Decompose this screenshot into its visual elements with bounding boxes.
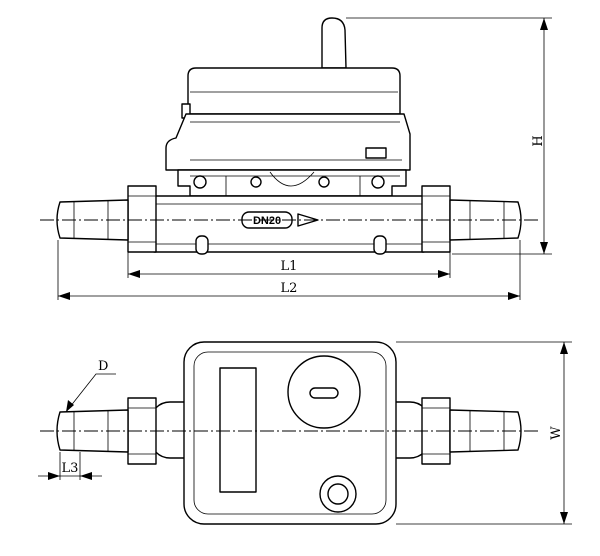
clamp-screw-mid-right	[318, 176, 330, 188]
l3-label: L3	[62, 461, 79, 476]
display-window	[219, 367, 257, 493]
top-housing-inner	[193, 351, 387, 515]
top-housing	[183, 341, 397, 525]
clamp-screw-mid-left	[250, 176, 262, 188]
clamp-screw-right	[371, 175, 385, 189]
d-leader-arrow	[66, 400, 74, 412]
diameter-label: D	[98, 359, 108, 374]
l3-arrows	[48, 472, 92, 480]
push-button-inner	[327, 483, 349, 505]
clamp-detail	[190, 171, 400, 196]
housing-detail-lines	[190, 121, 402, 161]
clamp-screw-left	[193, 175, 207, 189]
l1-label: L1	[281, 259, 298, 274]
width-label: W	[549, 426, 564, 440]
housing-latch	[365, 147, 387, 159]
dn-tag-text: DN20	[253, 215, 281, 227]
top-view: W D L3	[38, 341, 572, 525]
housing-upper	[187, 67, 401, 115]
union-nut-right-flats	[422, 195, 450, 243]
union-nut-left-flats	[128, 195, 156, 243]
union-nut-right	[421, 185, 451, 253]
antenna	[321, 17, 347, 69]
flow-direction-arrow	[297, 213, 319, 227]
top-union-nut-left-flats	[128, 407, 156, 455]
height-label: H	[531, 135, 546, 146]
body-foot-right	[373, 235, 387, 255]
housing-lower	[165, 113, 411, 171]
body-foot-left	[195, 235, 209, 255]
front-view: DN20 H L1 L2	[40, 17, 552, 300]
top-union-nut-right-flats	[422, 407, 450, 455]
sensor-slot	[309, 387, 339, 399]
l2-label: L2	[281, 281, 298, 296]
d-leader-line	[65, 373, 116, 413]
